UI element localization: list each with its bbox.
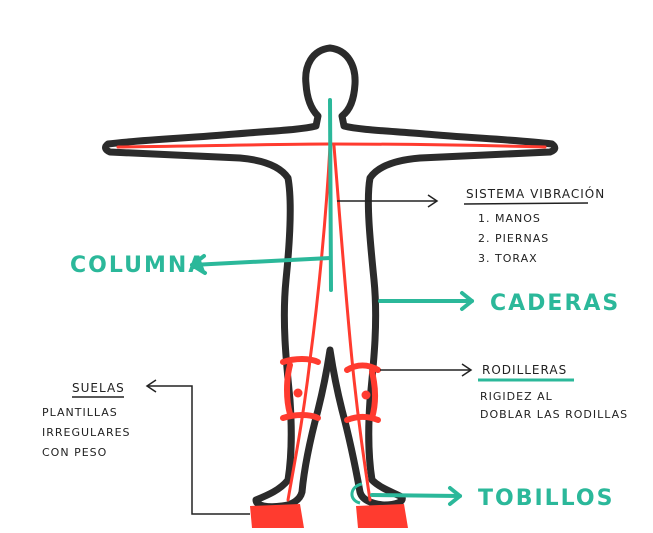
- right-knee-dot: [362, 391, 371, 400]
- columna-label: COLUMNA: [70, 253, 207, 278]
- tobillos-label: TOBILLOS: [478, 486, 614, 511]
- sistema-item-1: 1. MANOS: [478, 212, 541, 225]
- sistema-item-3: 3. TORAX: [478, 252, 538, 265]
- left-knee-brace: [283, 359, 318, 418]
- left-sole: [250, 504, 304, 528]
- sistema-underline: [464, 203, 588, 204]
- suelas-pointer: [148, 386, 250, 514]
- caderas-label: CADERAS: [490, 291, 620, 316]
- spine-line-teal: [330, 100, 331, 290]
- left-knee-dot: [294, 389, 303, 398]
- suelas-line-3: CON PESO: [42, 446, 107, 459]
- suelas-title: SUELAS: [72, 381, 125, 395]
- rodilleras-line-1: RIGIDEZ AL: [480, 390, 553, 403]
- right-sole: [356, 504, 408, 528]
- caderas-arrow: [380, 293, 472, 309]
- rodilleras-title: RODILLERAS: [482, 363, 567, 377]
- sistema-title: SISTEMA VIBRACIÓN: [466, 186, 605, 201]
- suelas-line-1: PLANTILLAS: [42, 406, 118, 419]
- rodilleras-line-2: DOBLAR LAS RODILLAS: [480, 408, 628, 421]
- sistema-item-2: 2. PIERNAS: [478, 232, 549, 245]
- columna-arrow: [192, 256, 330, 273]
- suelas-line-2: IRREGULARES: [42, 426, 131, 439]
